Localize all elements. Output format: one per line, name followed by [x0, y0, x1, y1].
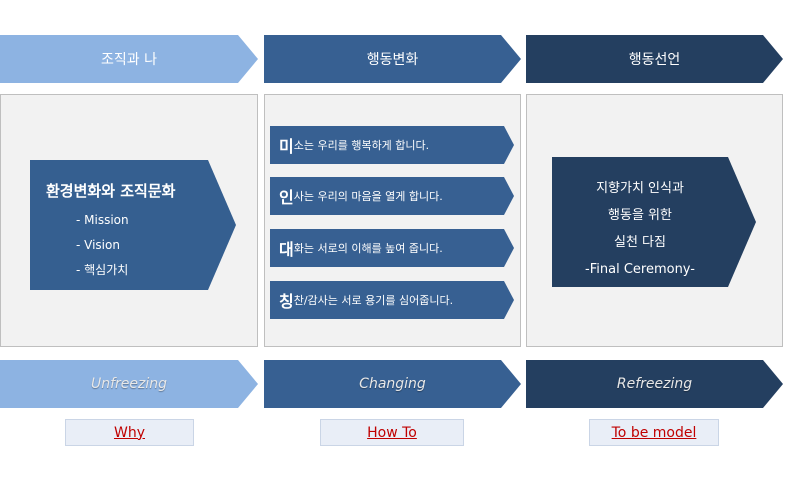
- why-link-box: Why: [65, 419, 194, 446]
- to-be-model-link-box: To be model: [589, 419, 719, 446]
- header-label: 행동선언: [628, 52, 681, 68]
- behavior-item-conversation: 대 화는 서로의 이해를 높여 줍니다.: [270, 229, 514, 267]
- ceremony-line: -Final Ceremony-: [585, 262, 695, 277]
- final-ceremony-box: 지향가치 인식과 행동을 위한 실천 다짐 -Final Ceremony-: [552, 157, 756, 287]
- phase-arrow-unfreezing: Unfreezing: [0, 360, 258, 408]
- list-item: - Vision: [76, 238, 120, 252]
- how-to-link[interactable]: How To: [367, 424, 417, 441]
- environment-culture-box: 환경변화와 조직문화 - Mission - Vision - 핵심가치: [30, 160, 236, 290]
- header-label: 조직과 나: [101, 52, 157, 68]
- environment-culture-title: 환경변화와 조직문화: [46, 182, 176, 200]
- item-text: 찬/감사는 서로 용기를 심어줍니다.: [293, 294, 454, 307]
- phase-arrow-refreezing: Refreezing: [526, 360, 783, 408]
- list-item: - 핵심가치: [76, 263, 129, 277]
- item-initial: 인: [279, 188, 294, 207]
- value-list: - Mission - Vision - 핵심가치: [76, 208, 129, 283]
- behavior-item-greeting: 인 사는 우리의 마음을 열게 합니다.: [270, 177, 514, 215]
- item-initial: 미: [279, 137, 294, 156]
- header-arrow-changing: 행동변화: [264, 35, 521, 83]
- phase-label: Changing: [359, 376, 426, 392]
- ceremony-line: 지향가치 인식과: [596, 181, 684, 196]
- phase-label: Unfreezing: [90, 376, 168, 392]
- ceremony-line: 실천 다짐: [614, 235, 666, 250]
- item-initial: 대: [279, 240, 294, 259]
- how-to-link-box: How To: [320, 419, 464, 446]
- item-initial: 칭: [279, 292, 294, 311]
- header-arrow-refreezing: 행동선언: [526, 35, 783, 83]
- item-text: 사는 우리의 마음을 열게 합니다.: [293, 190, 443, 203]
- behavior-item-smile: 미 소는 우리를 행복하게 합니다.: [270, 126, 514, 164]
- list-item: - Mission: [76, 213, 129, 227]
- to-be-model-link[interactable]: To be model: [611, 424, 697, 441]
- phase-arrow-changing: Changing: [264, 360, 521, 408]
- item-text: 화는 서로의 이해를 높여 줍니다.: [293, 242, 443, 255]
- phase-label: Refreezing: [616, 376, 693, 392]
- item-text: 소는 우리를 행복하게 합니다.: [293, 139, 430, 152]
- why-link[interactable]: Why: [113, 424, 145, 441]
- header-arrow-unfreezing: 조직과 나: [0, 35, 258, 83]
- behavior-item-praise: 칭 찬/감사는 서로 용기를 심어줍니다.: [270, 281, 514, 319]
- header-label: 행동변화: [366, 52, 419, 68]
- ceremony-line: 행동을 위한: [608, 208, 672, 223]
- ceremony-lines: 지향가치 인식과 행동을 위한 실천 다짐 -Final Ceremony-: [552, 175, 728, 283]
